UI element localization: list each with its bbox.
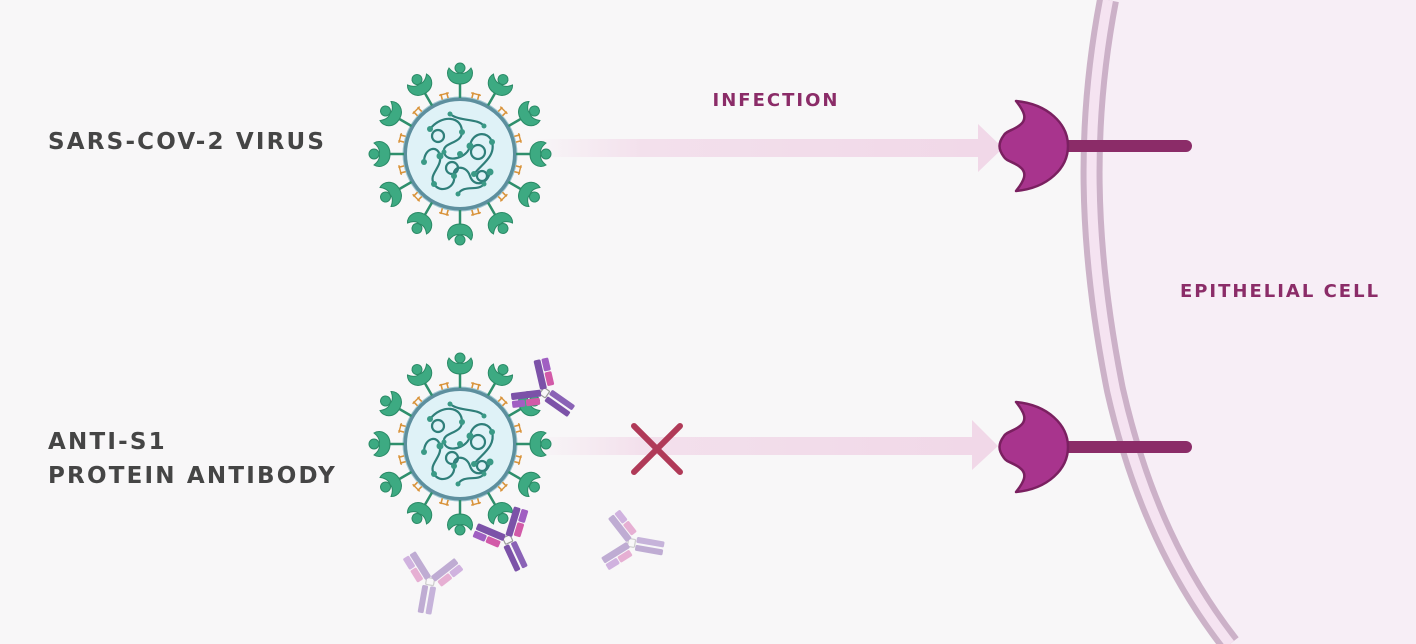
blocked-x-icon (631, 423, 683, 475)
cell-cytoplasm (1091, 0, 1416, 644)
epithelial-cell (1080, 0, 1416, 644)
antibody-label-line2: PROTEIN ANTIBODY (48, 463, 337, 489)
virus-icon (369, 353, 551, 535)
antibody-label-line1: ANTI-S1 (48, 429, 167, 455)
antibody-icon (393, 548, 466, 620)
antibody-icon (503, 351, 590, 438)
blocked-arrow (530, 420, 998, 470)
virus-icon (369, 63, 551, 245)
antibody-icon (467, 501, 551, 583)
antibody-icon (598, 507, 670, 580)
infection-arrow (530, 124, 1003, 172)
virus-label: SARS-COV-2 VIRUS (48, 129, 327, 155)
infection-label: INFECTION (713, 90, 840, 111)
epithelial-cell-label: EPITHELIAL CELL (1180, 281, 1380, 302)
